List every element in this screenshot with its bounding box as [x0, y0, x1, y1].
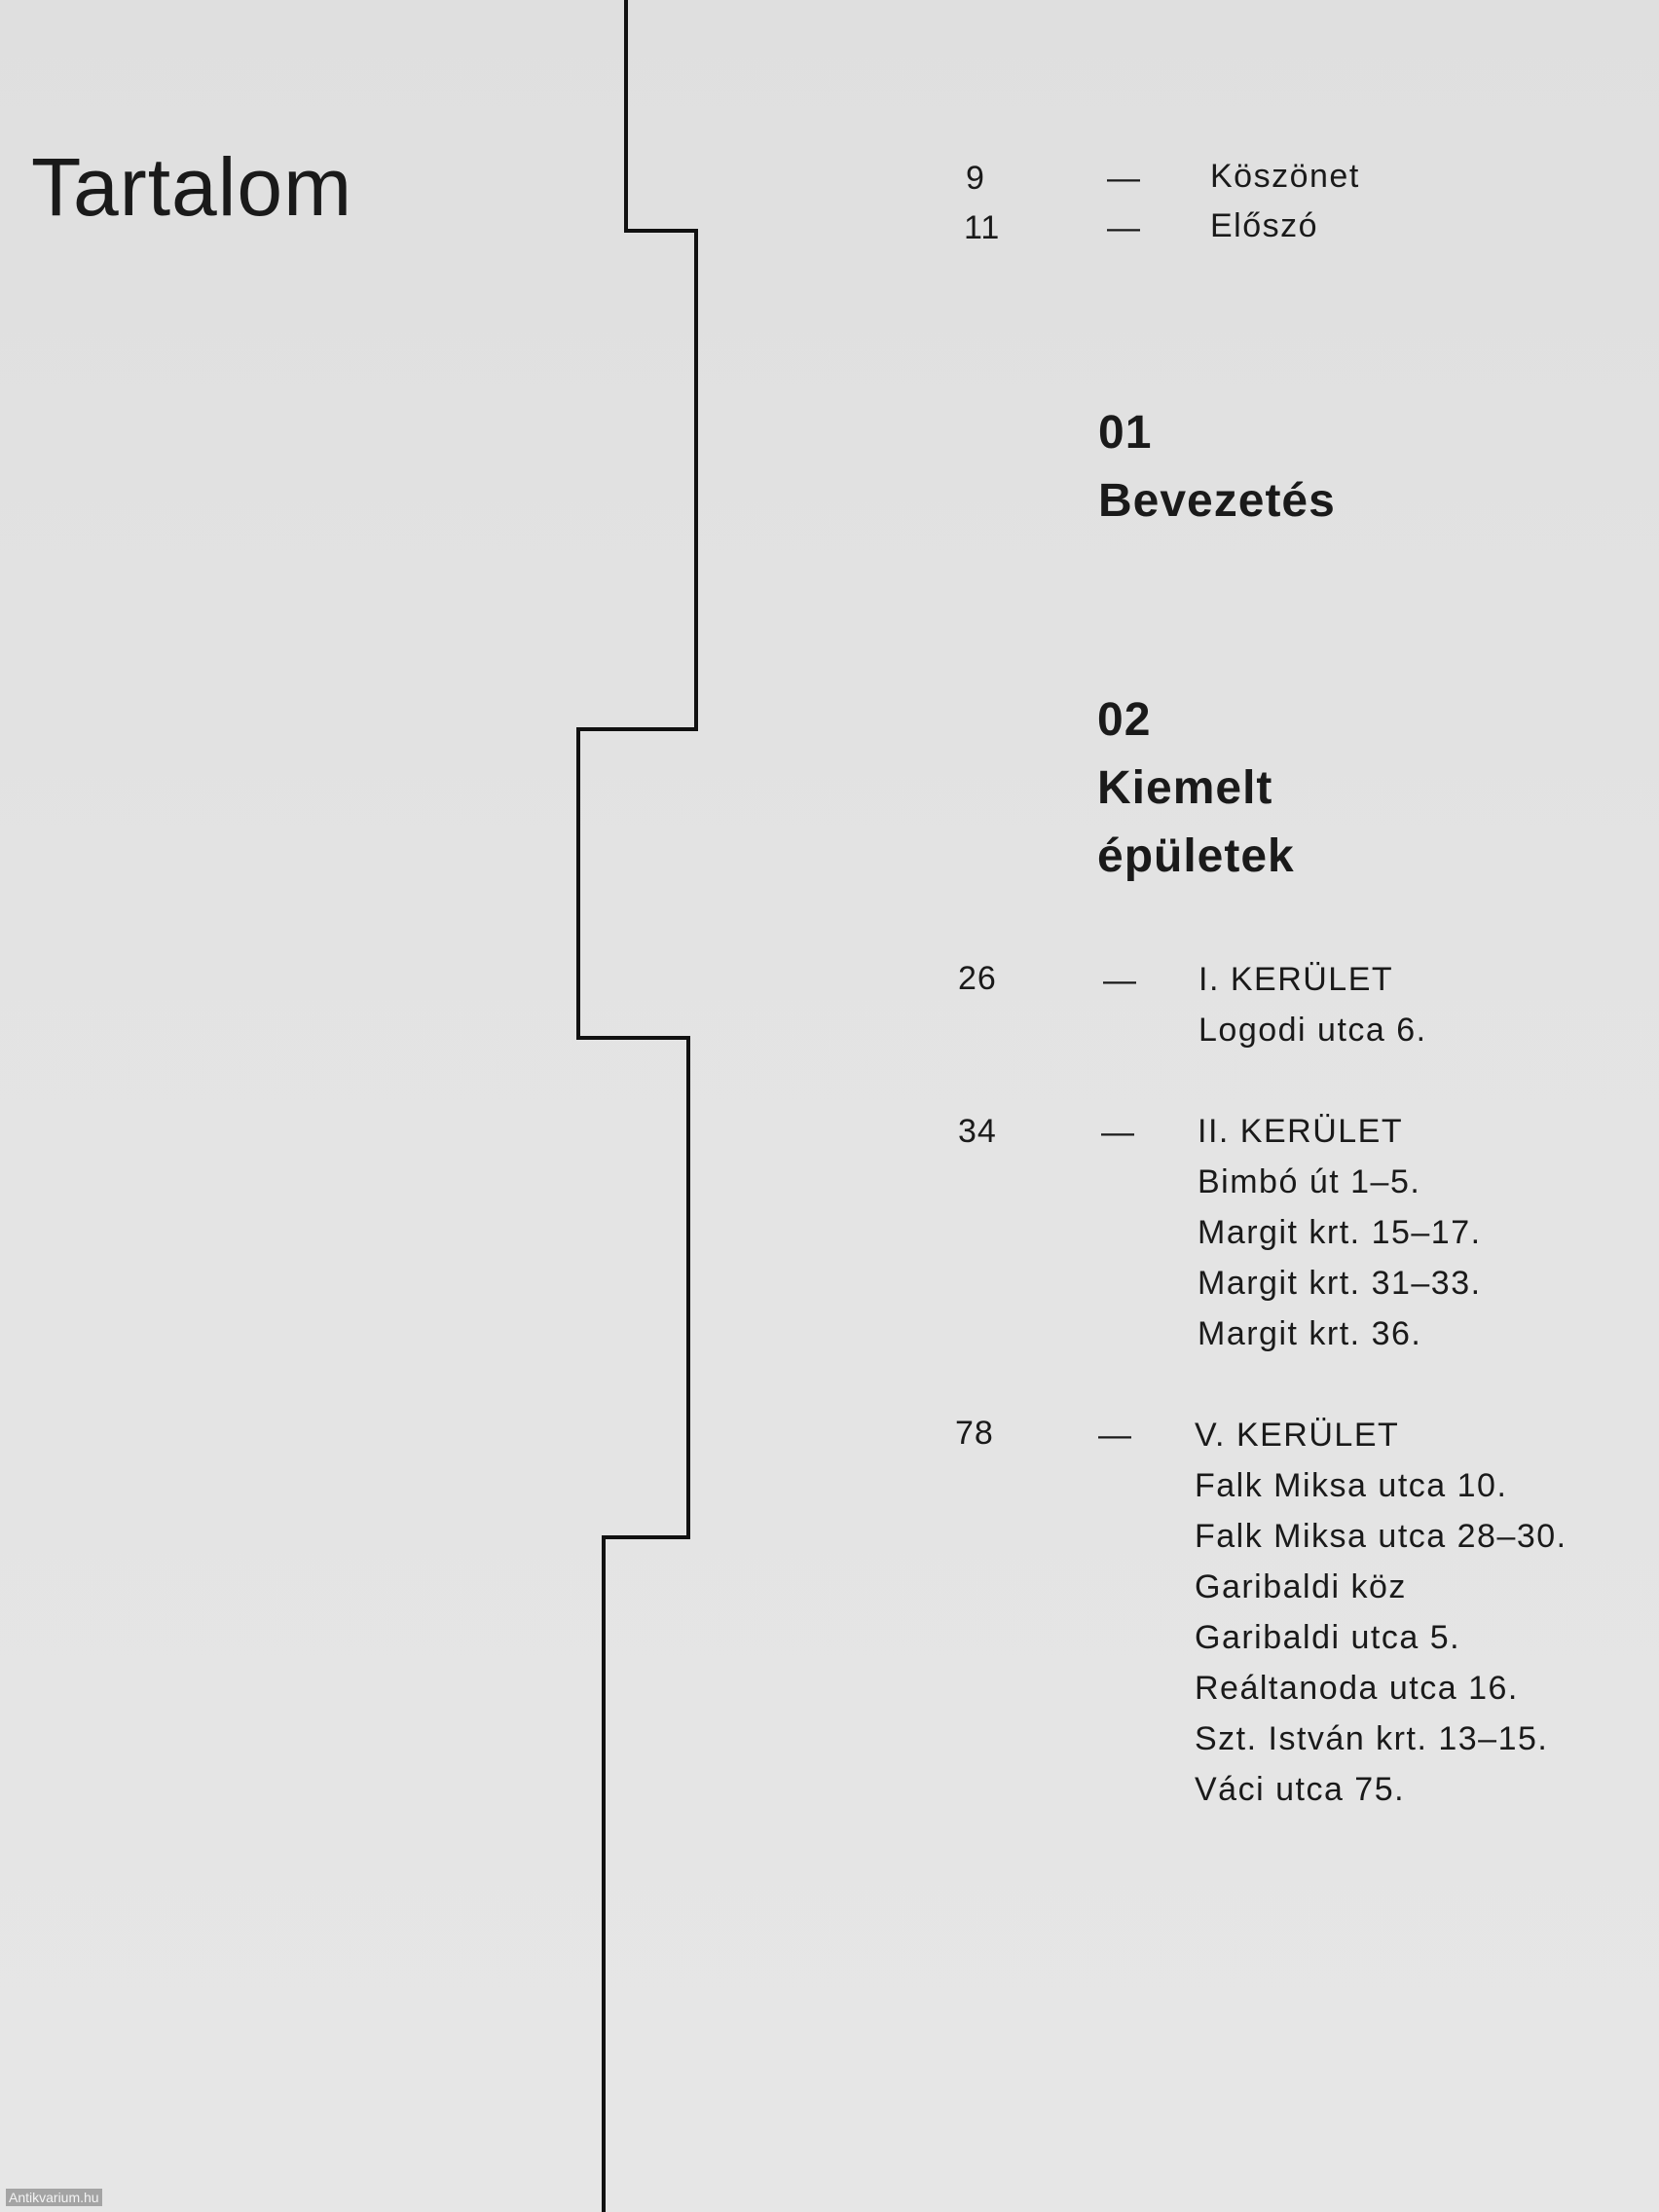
watermark-text: Antikvarium.hu [6, 2189, 102, 2206]
address-line: Váci utca 75. [1195, 1771, 1406, 1808]
district-heading: I. KERÜLET [1198, 961, 1394, 998]
district-heading: II. KERÜLET [1198, 1113, 1404, 1150]
address-line: Reáltanoda utca 16. [1195, 1670, 1519, 1707]
toc-entry-label: Előszó [1210, 201, 1318, 251]
toc-page-number: 11 [964, 209, 1001, 246]
address-line: Margit krt. 36. [1198, 1315, 1422, 1352]
section-title-line: Bevezetés [1098, 475, 1336, 527]
toc-entry-label: I. KERÜLET Logodi utca 6. [1198, 954, 1427, 1055]
address-line: Garibaldi utca 5. [1195, 1619, 1461, 1656]
toc-entry-label: II. KERÜLET Bimbó út 1–5. Margit krt. 15… [1198, 1106, 1482, 1359]
address-line: Falk Miksa utca 28–30. [1195, 1518, 1567, 1555]
address-line: Margit krt. 31–33. [1198, 1265, 1482, 1302]
district-heading: V. KERÜLET [1195, 1417, 1400, 1454]
toc-entry-label: V. KERÜLET Falk Miksa utca 10. Falk Miks… [1195, 1410, 1567, 1815]
section-title-line: épületek [1097, 830, 1295, 882]
toc-dash: — [1103, 962, 1136, 999]
toc-page-number: 34 [958, 1113, 997, 1150]
page-title: Tartalom [31, 141, 353, 233]
toc-dash: — [1098, 1417, 1131, 1454]
toc-dash: — [1101, 1114, 1134, 1151]
section-heading: 02 Kiemelt épületek [1097, 686, 1295, 891]
toc-dash: — [1107, 160, 1140, 197]
address-line: Bimbó út 1–5. [1198, 1163, 1421, 1200]
section-number: 02 [1097, 694, 1152, 746]
toc-page-number: 26 [958, 960, 997, 997]
address-line: Logodi utca 6. [1198, 1012, 1427, 1049]
address-line: Garibaldi köz [1195, 1568, 1407, 1605]
toc-page-number: 9 [966, 160, 985, 197]
toc-entry-line: Előszó [1210, 207, 1319, 244]
toc-entry-line: Köszönet [1210, 158, 1360, 195]
address-line: Szt. István krt. 13–15. [1195, 1720, 1549, 1757]
section-number: 01 [1098, 407, 1153, 459]
toc-page-number: 78 [955, 1415, 994, 1452]
section-title-line: Kiemelt [1097, 762, 1273, 814]
section-heading: 01 Bevezetés [1098, 399, 1336, 535]
toc-entry-label: Köszönet [1210, 151, 1360, 202]
address-line: Falk Miksa utca 10. [1195, 1467, 1508, 1504]
address-line: Margit krt. 15–17. [1198, 1214, 1482, 1251]
toc-dash: — [1107, 209, 1140, 246]
